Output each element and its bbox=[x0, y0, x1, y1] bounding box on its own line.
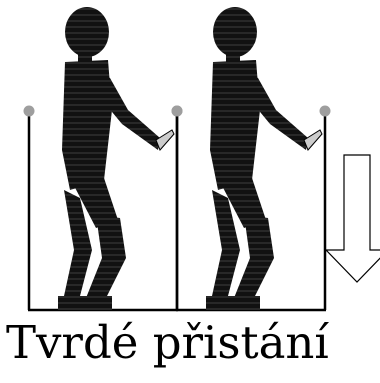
person-figure-2 bbox=[206, 7, 322, 310]
arrow-down-icon bbox=[326, 155, 380, 282]
person-figure-1 bbox=[58, 7, 174, 310]
caption-title: Tvrdé přistání bbox=[6, 320, 329, 365]
